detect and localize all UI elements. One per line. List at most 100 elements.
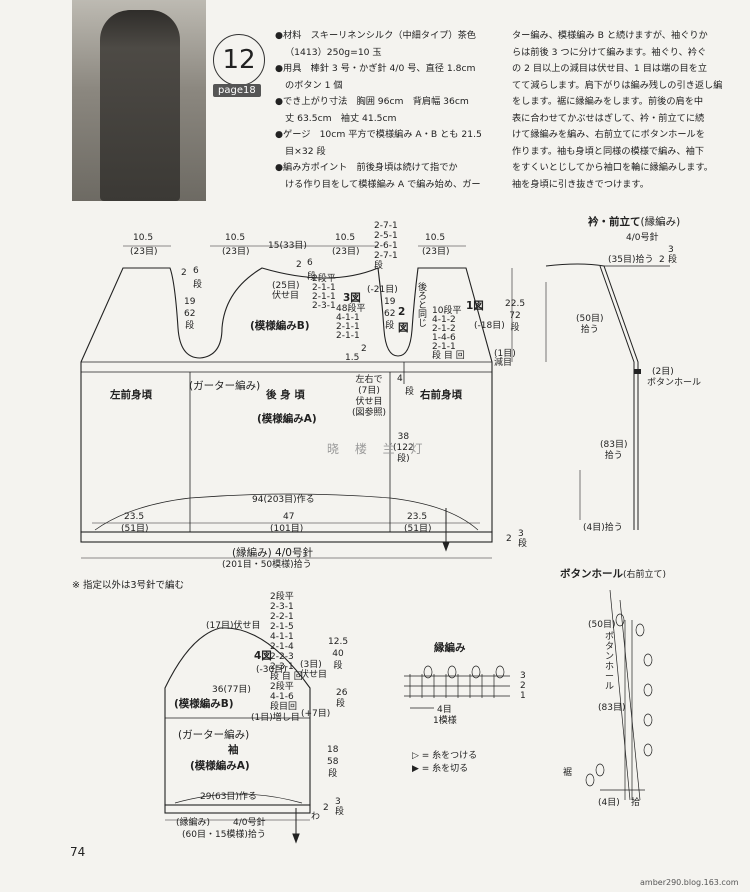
fig4-label: 4図 [254,650,272,662]
minus21: (-21目) [367,285,398,295]
sleeve-edge: (縁編み) [176,818,211,828]
bottom-dim-2: 47 [283,512,295,522]
fig2-label: 2 [398,306,406,318]
dim-top-4-sts: (23目) [422,247,450,257]
instruction-line: 袖を身頃に引き抜きでつけます。 [512,178,649,190]
materials-line: のボタン 1 個 [285,79,343,91]
source-url: amber290.blog.163.com [640,878,739,887]
button-mark: 左右で(7目)伏せ目(図参照) [352,375,387,418]
minus30: (-30目) [256,665,287,675]
sleeve-hem-2: 2 [323,803,329,813]
sleeve-cast-on: 29(63目)作る [200,792,257,802]
dim-top-1: 10.5 [133,233,154,243]
collar-buttonhole: ボタンホール [647,378,702,388]
dim-top-3: 10.5 [335,233,356,243]
edging-repeat: 1模様 [433,716,457,726]
bh-vertical-label: ボタンホール [605,632,615,692]
instruction-line: ター編み、模様編み B と続けますが、袖ぐりか [512,30,708,41]
edging-row-3: 3 [520,671,526,681]
sleeve-plus7: (+7目) [301,709,331,719]
bh-hem: 裾 [563,768,573,778]
instruction-line: をします。裾に縁編みをします。前後の肩を中 [512,96,704,107]
shoulder-mid: 2 [296,260,302,270]
materials-line: ●編み方ポイント 前後身頃は続けて指でか [275,162,458,173]
small-dan: 段 [405,387,415,397]
cast-on-body: 94(203目)作る [252,495,315,505]
pattern-number: 12 [213,34,265,86]
bottom-dim-1: 23.5 [124,512,145,522]
dim-top-1-sts: (23目) [130,247,158,257]
edging-title: 縁編み [434,642,466,654]
bh-pick: 拾 [631,798,641,808]
bh-4: (4目) [598,798,620,808]
materials-line: （1413）250g=10 玉 [285,46,382,58]
bottom-dim-1-sts: (51目) [121,524,149,534]
sleeve-title: 袖 [228,744,239,756]
sleeve-wa: わ [311,812,321,822]
shoulder-left-rows: 6 [193,266,199,276]
dim-top-2: 10.5 [225,233,246,243]
instruction-line: をすくいとじしてから袖口を輪に縁編みします。 [512,162,713,173]
small-2: 2 [361,344,367,354]
sleeve-garter: (ガーター編み) [178,729,250,741]
body-outline [80,267,493,533]
materials-line: ●でき上がり寸法 胸囲 96cm 背肩幅 36cm [275,96,469,107]
fig3-label: 3図 [343,292,361,304]
instruction-line: 表に合わせてかぶせはぎして、衿・前立てに続 [512,112,705,124]
sleeve-cast-17: (17目)伏せ目 [206,621,261,631]
collar-outline [545,263,639,530]
sleeve-inc1: (1目)増し目 [251,713,300,723]
bottom-dim-3: 23.5 [407,512,428,522]
shoulder-mid-unit: 段 [307,272,317,282]
bottom-dim-3-sts: (51目) [404,524,432,534]
edging-row-2: 2 [520,681,526,691]
edge-label: (縁編み) 4/0号針 [232,547,313,559]
legend-attach: ▷ = 糸をつける [412,751,478,761]
materials-line: 丈 63.5cm 袖丈 41.5cm [285,112,397,124]
instruction-line: らは前後 3 つに分けて編みます。袖ぐり、衿ぐ [512,46,707,58]
collar-83: (83目)拾う [600,440,628,461]
collar-2sts: (2目) [652,367,674,377]
collar-title: 衿・前立て(縁編み) [588,216,681,228]
left-front-title: 左前身頃 [110,389,152,401]
dim-top-center: 15(33目) [268,241,307,251]
materials-line: ●ゲージ 10cm 平方で模様編み A・B とも 21.5 [275,129,482,140]
pattern-a-label: (模様編みA) [257,413,317,425]
dim-top-3-sts: (23目) [332,247,360,257]
sleeve-pickup: (60目・15模様)拾う [182,830,266,840]
materials-block: ●材料 スキーリネンシルク（中細タイプ）茶色 （1413）250g=10 玉 ●… [275,28,495,193]
collar-pickup-35: (35目)拾う [608,255,654,265]
back-same: 後ろと同じ [418,283,428,329]
page-number: 74 [70,845,86,859]
shoulder-left: 2 [181,268,187,278]
collar-needle: 4/0号針 [626,233,659,243]
dec-one: (1目)減目 [494,349,516,368]
needle-note: ※ 指定以外は3号針で編む [72,580,185,591]
back-neck-cast: (25目)伏せ目 [272,281,300,301]
instruction-line: けて縁編みを編み、右前立てにボタンホールを [512,129,705,140]
shoulder-left-unit: 段 [193,280,203,290]
model-figure [100,10,180,201]
fig2-label-b: 図 [398,322,409,334]
model-photo [72,0,206,201]
collar-50: (50目)拾う [576,314,604,335]
dim-top-4: 10.5 [425,233,446,243]
sleeve-cast-3: (3目)伏せ目 [300,660,328,680]
bh-50: (50目) [588,620,616,630]
sleeve-pattern-a: (模様編みA) [190,760,250,772]
back-body-title: 後 身 頃 [266,389,305,401]
watermark: 晓 楼 兰 灯 [327,442,429,456]
edging-4sts: 4目 [437,705,452,715]
